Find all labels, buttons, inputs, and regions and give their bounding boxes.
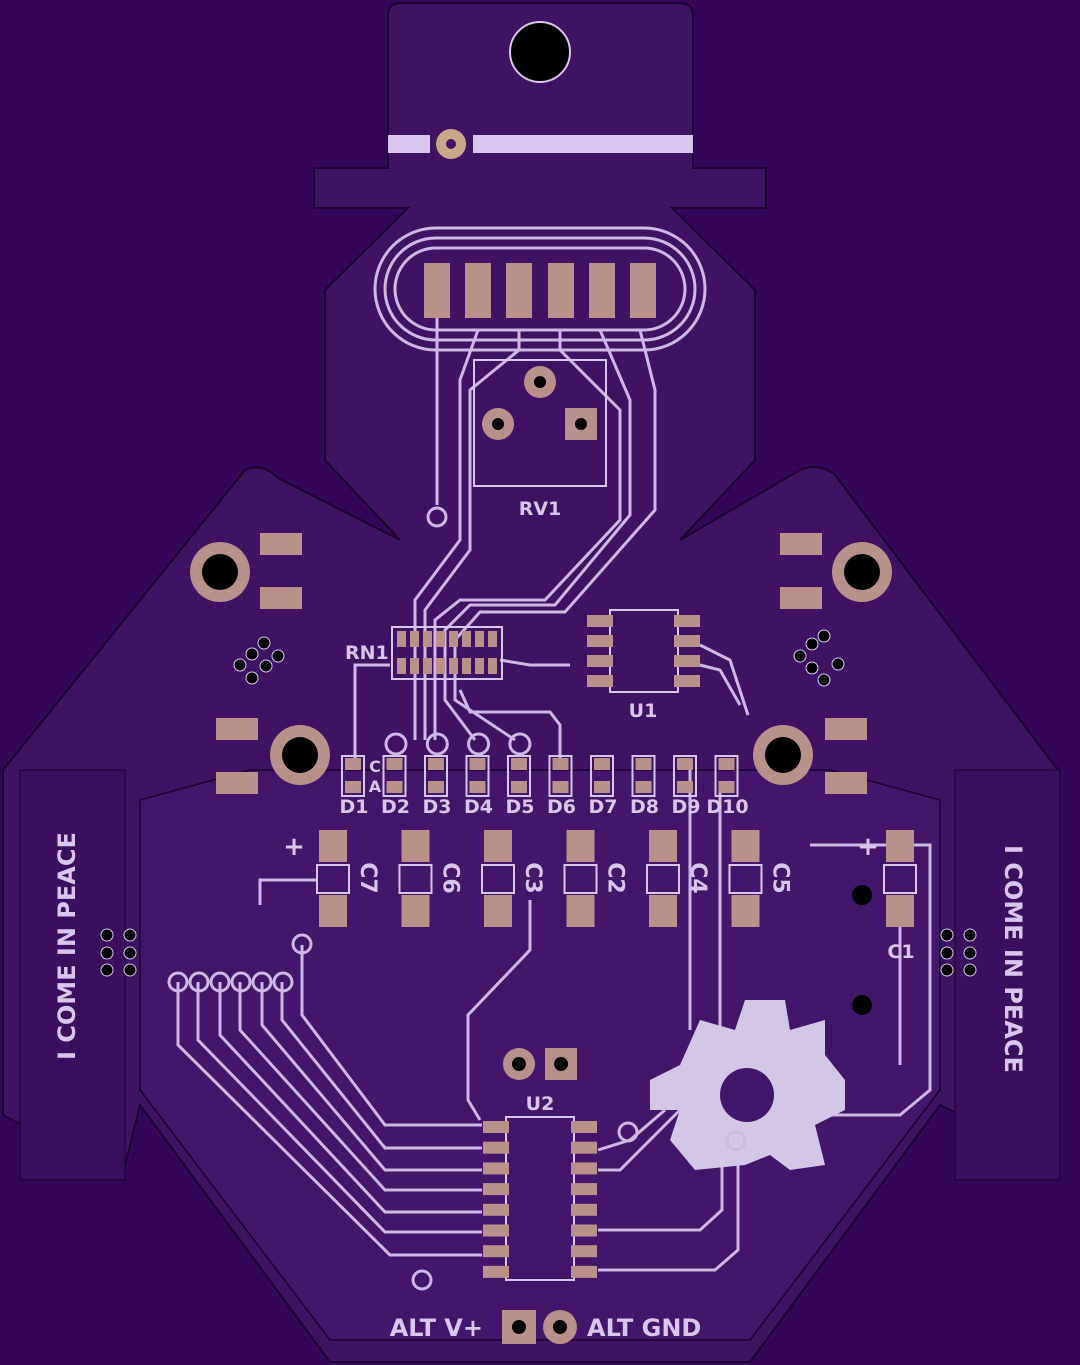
anode-label: A [369, 777, 382, 796]
led-d9: D9 [672, 755, 701, 818]
rv1-label: RV1 [519, 498, 562, 520]
led-label: D5 [506, 796, 535, 818]
board-outline [1, 2, 1061, 1363]
capacitor-c6: C6 [398, 830, 463, 927]
oshw-logo-icon [436, 129, 466, 159]
led-d2: D2 [381, 755, 410, 818]
u2-label: U2 [526, 1093, 555, 1115]
led-d6: D6 [547, 755, 576, 818]
capacitor-label: C2 [603, 862, 628, 893]
side-vias [100, 629, 977, 977]
led-d5: D5 [506, 755, 535, 818]
c1-label: C1 [887, 941, 914, 963]
led-label: D1 [340, 796, 369, 818]
alt-vplus-label: ALT V+ [390, 1314, 483, 1342]
plus-left: + [283, 832, 305, 862]
capacitor-c7: C7 [316, 830, 380, 927]
led-d8: D8 [630, 755, 659, 818]
rn1-label: RN1 [345, 642, 389, 664]
c1-capacitor: C1 [883, 830, 917, 963]
traces [176, 318, 932, 1272]
mounting-hole-icon [509, 21, 571, 83]
u1-label: U1 [629, 700, 658, 722]
mounting-holes [190, 533, 892, 794]
alt-power-header: ALT V+ ALT GND [390, 1310, 701, 1344]
led-d10: D10 [706, 755, 749, 818]
cathode-label: C [369, 757, 381, 776]
capacitor-c3: C3 [481, 830, 545, 927]
led-label: D3 [423, 796, 452, 818]
rv1-potentiometer: RV1 [473, 359, 607, 520]
capacitor-label: C4 [685, 862, 710, 893]
u2-chip: U2 [483, 1048, 597, 1281]
capacitor-label: C6 [438, 862, 463, 893]
led-label: D9 [672, 796, 701, 818]
u1-chip: U1 [587, 609, 700, 722]
ribbon-connector [373, 226, 707, 352]
led-label: D8 [630, 796, 659, 818]
header-pads [167, 971, 294, 993]
led-label: D7 [589, 796, 618, 818]
led-d7: D7 [589, 755, 618, 818]
capacitor-c5: C5 [728, 830, 793, 927]
plus-right: + [857, 832, 879, 862]
led-label: D2 [381, 796, 410, 818]
led-d4: D4 [464, 755, 493, 818]
led-d3: D3 [423, 755, 452, 818]
led-label: D4 [464, 796, 493, 818]
led-label: D10 [706, 796, 748, 818]
led-d1: D1 [340, 755, 369, 818]
slogan-left: I COME IN PEACE [53, 832, 81, 1060]
gear-logo-icon [650, 1000, 845, 1170]
capacitor-label: C3 [520, 862, 545, 893]
capacitor-label: C5 [768, 862, 793, 893]
capacitor-c2: C2 [563, 830, 628, 927]
capacitor-c4: C4 [646, 830, 710, 927]
capacitor-row: C7 C6 C3 C2 C4 C5 [316, 830, 793, 927]
slogan-right: I COME IN PEACE [999, 845, 1027, 1073]
led-label: D6 [547, 796, 576, 818]
alt-gnd-label: ALT GND [587, 1314, 701, 1342]
rn1-resistor-network: RN1 [345, 626, 503, 680]
capacitor-label: C7 [355, 862, 380, 893]
